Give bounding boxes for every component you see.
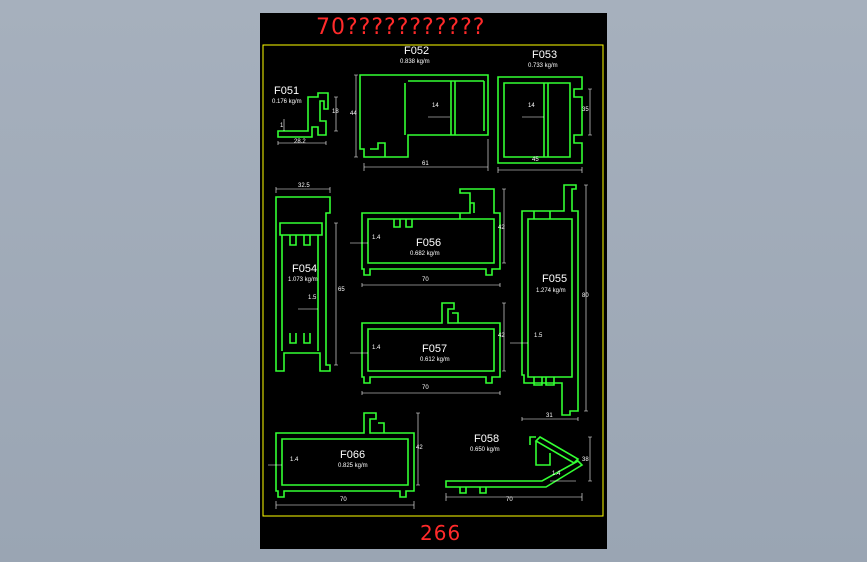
profile-code: F055 [542, 273, 568, 285]
profile-code: F066 [340, 449, 366, 461]
profile-weight: 0.838 kg/m [400, 59, 430, 65]
profile-code: F052 [404, 45, 430, 57]
profile-f055 [521, 184, 579, 416]
dimension-label: 61 [422, 161, 429, 167]
dimension-label: 42 [498, 225, 505, 231]
profile-weight: 0.733 kg/m [528, 63, 558, 69]
profile-weight: 0.682 kg/m [410, 251, 440, 257]
profile-code: F056 [416, 237, 442, 249]
profile-weight: 1.274 kg/m [536, 288, 566, 294]
profile-code: F051 [274, 85, 300, 97]
dimension-label: 35 [582, 107, 589, 113]
dimension-lines-f052 [354, 74, 489, 171]
dimension-label: 38 [582, 457, 589, 463]
dimension-label: 70 [340, 497, 347, 503]
profile-weight: 0.176 kg/m [272, 99, 302, 105]
page-number: 266 [420, 521, 462, 545]
profile-code: F057 [422, 343, 448, 355]
dimension-label: 18 [332, 109, 339, 115]
profile-weight: 1.073 kg/m [288, 277, 318, 283]
dimension-label: 70 [422, 277, 429, 283]
dimension-lines-f057 [350, 302, 506, 395]
profile-f054 [275, 196, 331, 372]
profile-f057 [361, 302, 501, 384]
dimension-label: 70 [506, 497, 513, 503]
dimension-lines-f054 [275, 187, 338, 366]
profile-weight: 0.612 kg/m [420, 357, 450, 363]
dimension-label: 14 [528, 103, 535, 109]
profile-f058 [445, 435, 584, 494]
dimension-label: 1.4 [290, 457, 299, 463]
drawing-frame [262, 44, 604, 517]
profile-f052 [359, 74, 489, 158]
dimension-label: 70 [422, 385, 429, 391]
dimension-lines-f051 [277, 96, 338, 145]
dimension-lines-f066 [268, 412, 420, 509]
dimension-label: 42 [498, 333, 505, 339]
dimension-label: 14 [432, 103, 439, 109]
profile-f053 [497, 76, 583, 164]
dimension-label: 1.4 [372, 345, 381, 351]
dimension-lines-f055 [510, 184, 588, 421]
dimension-label: 1.4 [552, 471, 561, 477]
profile-code: F053 [532, 49, 558, 61]
dimension-label: 42 [416, 445, 423, 451]
dimension-lines-f056 [350, 188, 506, 287]
dimension-label: 45 [532, 157, 539, 163]
dimension-label: 1.5 [308, 295, 317, 301]
dimension-label: 31 [546, 413, 553, 419]
dimension-label: 80 [582, 293, 589, 299]
sheet-title: 70??????????? [316, 15, 486, 40]
dimension-label: 65 [338, 287, 345, 293]
profile-code: F054 [292, 263, 318, 275]
drawing-canvas [262, 44, 604, 517]
dimension-label: 28.2 [294, 139, 306, 145]
dimension-label: 1.4 [372, 235, 381, 241]
drawing-sheet: 70??????????? 266 F051 0.176 kg/m 28.2 1… [260, 13, 607, 549]
profile-weight: 0.650 kg/m [470, 447, 500, 453]
dimension-label: 1.5 [534, 333, 543, 339]
profile-f066 [275, 412, 415, 498]
dimension-lines-f058 [445, 436, 592, 501]
profile-weight: 0.825 kg/m [338, 463, 368, 469]
dimension-label: 32.5 [298, 183, 310, 189]
profile-code: F058 [474, 433, 500, 445]
dimension-label: 44 [350, 111, 357, 117]
profile-f051 [277, 92, 329, 138]
dimension-lines-f053 [497, 88, 592, 173]
dimension-label: 1 [280, 123, 284, 129]
profile-f056 [361, 188, 501, 276]
